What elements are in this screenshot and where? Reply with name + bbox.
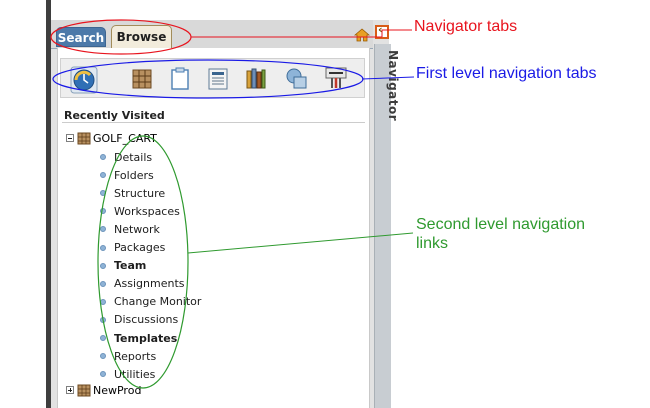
tree-root-golf-cart[interactable]: GOLF_CART (66, 131, 157, 145)
first-level-pointer (361, 76, 415, 80)
bullet-icon (100, 154, 106, 160)
nav-link-label: Reports (114, 349, 157, 363)
clipboard-icon[interactable] (168, 66, 192, 90)
nav-link-folders[interactable]: Folders (100, 168, 154, 182)
second-level-ellipse (97, 135, 189, 389)
nav-link-team[interactable]: Team (100, 259, 146, 273)
nav-link-label: Network (114, 222, 160, 236)
recently-visited-heading: Recently Visited (64, 109, 165, 122)
first-level-ellipse (52, 59, 364, 99)
bullet-icon (100, 208, 106, 215)
divider (62, 122, 365, 123)
collapse-navigator-button[interactable]: ‹ (375, 23, 389, 39)
nav-link-label: Structure (114, 186, 166, 200)
tree-root-newprod[interactable]: NewProd (66, 383, 141, 397)
annotation-first-level: First level navigation tabs (416, 65, 597, 82)
nav-link-packages[interactable]: Packages (100, 241, 165, 255)
tools-icon[interactable] (324, 66, 348, 90)
product-structure-icon[interactable] (130, 67, 154, 91)
nav-link-label: Packages (114, 241, 166, 254)
chevron-left-icon: ‹ (378, 23, 383, 36)
nav-link-workspaces[interactable]: Workspaces (100, 204, 180, 218)
bullet-icon (100, 353, 106, 360)
nav-link-label: Details (114, 150, 153, 164)
bullet-icon (100, 244, 106, 251)
bullet-icon (100, 280, 106, 287)
expand-toggle-icon[interactable] (66, 386, 74, 394)
bullet-icon (100, 335, 106, 341)
recently-visited-clock-icon[interactable] (70, 66, 98, 94)
nav-link-assignments[interactable]: Assignments (100, 277, 185, 291)
bullet-icon (100, 172, 106, 179)
nav-link-details[interactable]: Details (100, 150, 152, 164)
navigator-tabs-ellipse (50, 19, 192, 55)
product-icon (77, 384, 91, 396)
tab-browse[interactable]: Browse (111, 25, 172, 48)
tree-root-label: GOLF_CART (93, 131, 157, 145)
nav-link-network[interactable]: Network (100, 222, 160, 236)
nav-link-label: Workspaces (114, 204, 180, 218)
library-books-icon[interactable] (244, 66, 268, 90)
nav-link-label: Templates (114, 331, 178, 345)
tab-search[interactable]: Search (56, 27, 106, 47)
collapse-toggle-icon[interactable] (66, 134, 74, 142)
annotation-second-level-line2: links (416, 235, 449, 252)
nav-link-label: Discussions (114, 313, 179, 327)
nav-link-label: Folders (114, 168, 154, 182)
product-icon (77, 132, 91, 144)
navigator-tabs-pointer-hook (381, 29, 412, 37)
navigator-content (57, 48, 370, 408)
nav-link-label: Team (114, 259, 147, 273)
shapes-icon[interactable] (284, 66, 308, 90)
annotation-navigator-tabs: Navigator tabs (414, 18, 518, 35)
navigator-side-strip[interactable] (374, 44, 391, 408)
bullet-icon (100, 226, 106, 233)
nav-link-label: Assignments (114, 277, 185, 291)
bullet-icon (100, 371, 106, 378)
bullet-icon (100, 262, 106, 269)
nav-link-reports[interactable]: Reports (100, 349, 156, 363)
second-level-pointer (187, 232, 414, 254)
annotation-second-level-line1: Second level navigation (416, 216, 586, 233)
tree-root-label: NewProd (93, 383, 142, 397)
nav-link-templates[interactable]: Templates (100, 331, 177, 345)
left-window-edge (46, 0, 51, 408)
form-document-icon[interactable] (206, 67, 230, 91)
nav-link-label: Change Monitor (114, 295, 202, 309)
